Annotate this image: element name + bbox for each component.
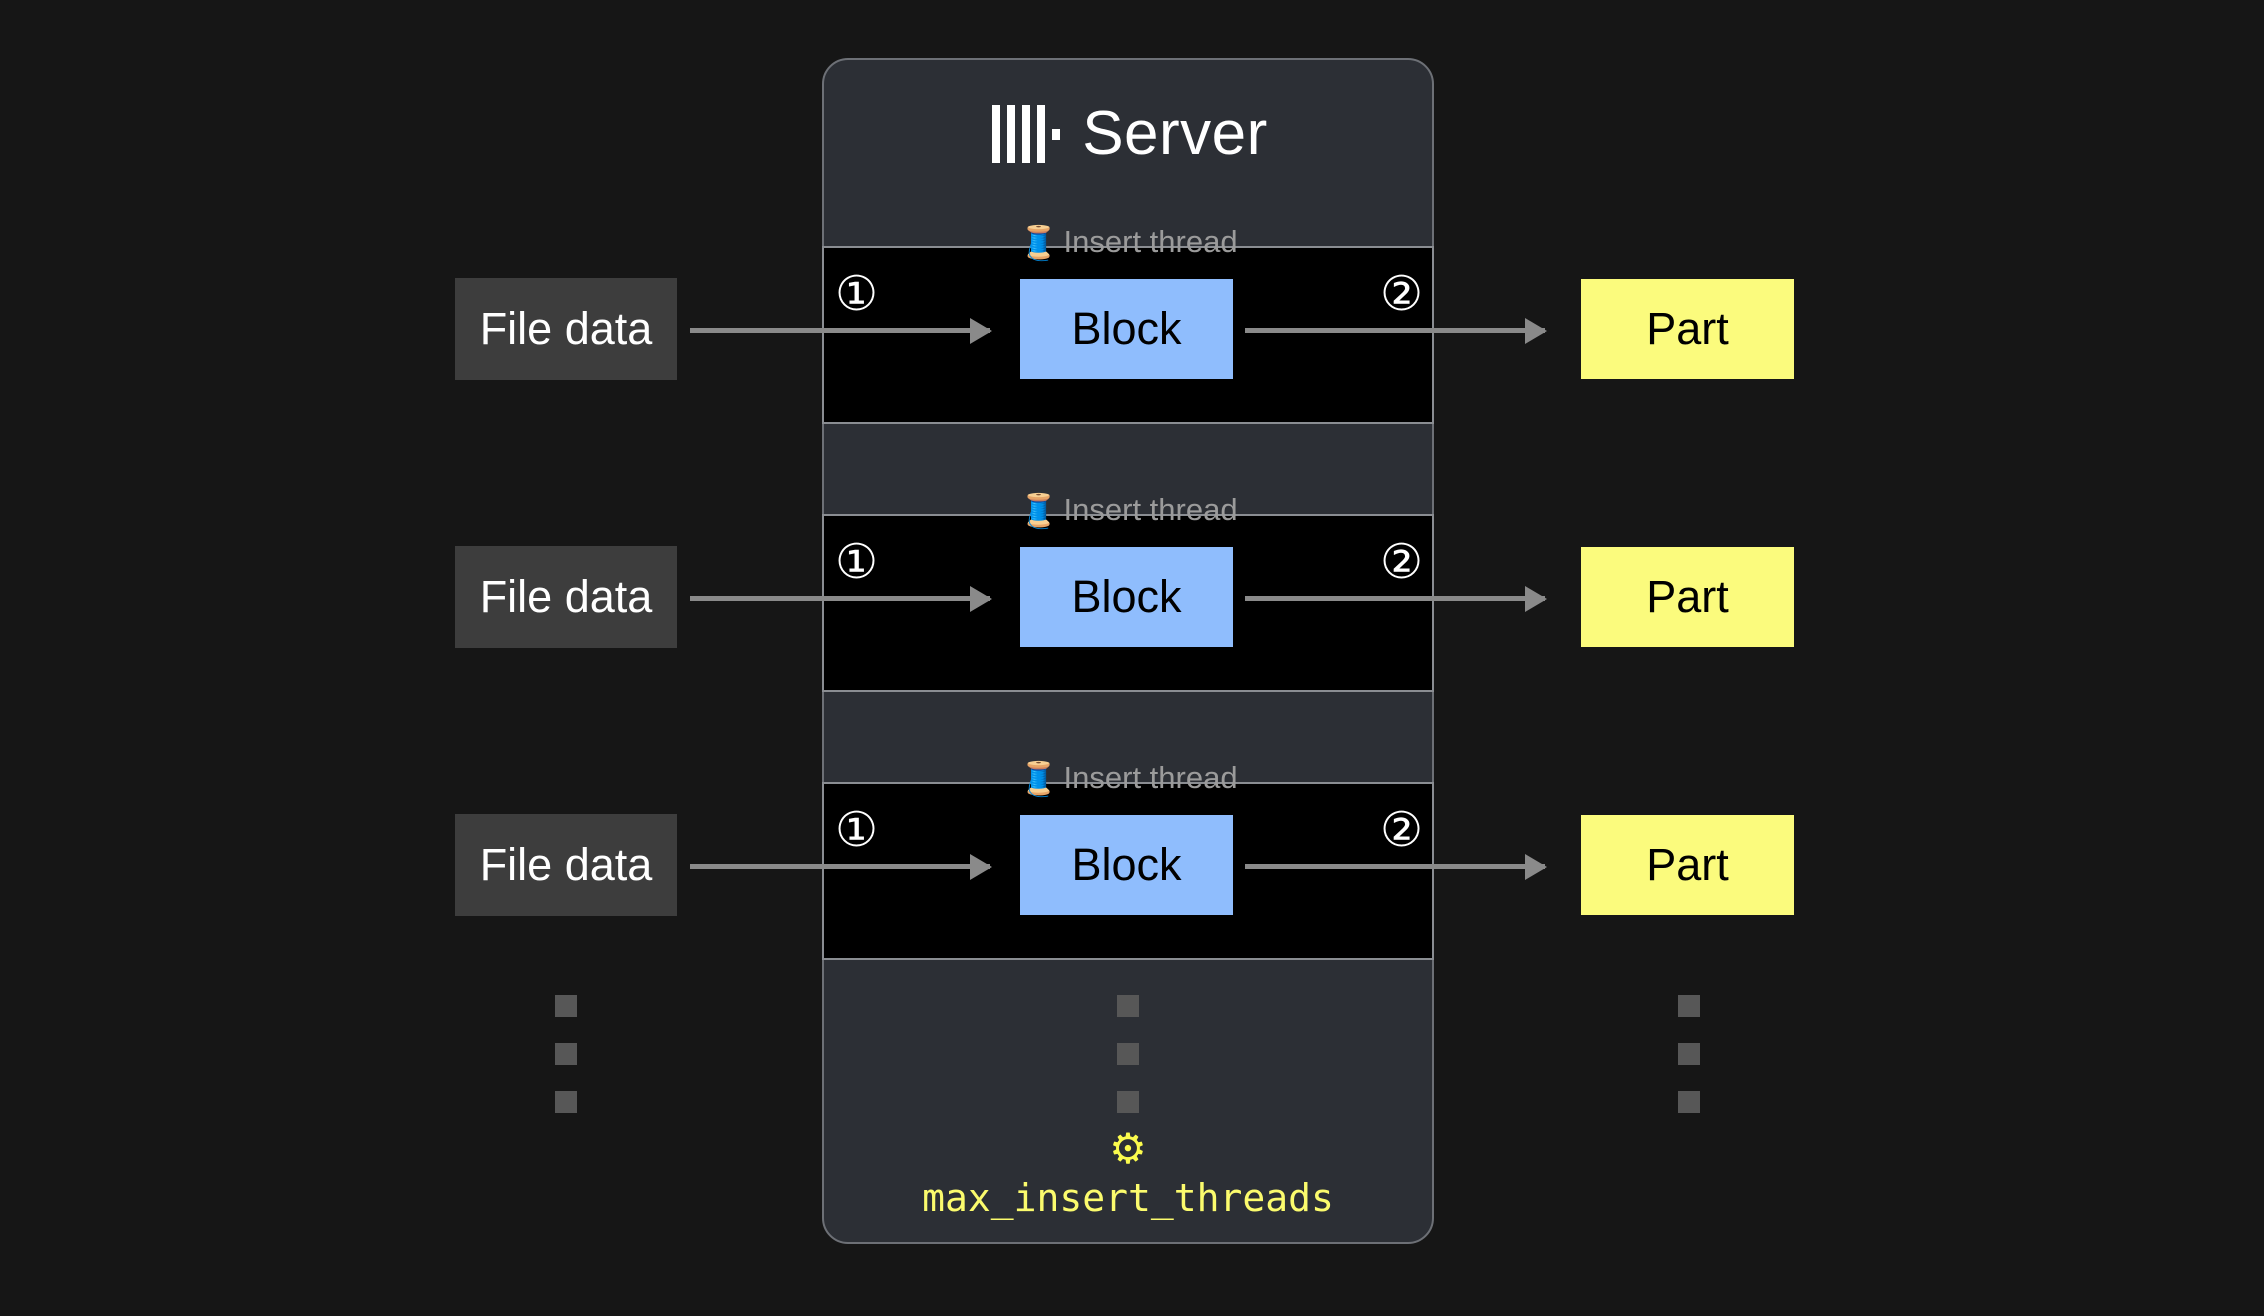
server-title-text: Server (1082, 99, 1268, 168)
ellipsis-square (555, 1091, 577, 1113)
step-badge-1-out: ② (1380, 266, 1424, 322)
ellipsis-square (1117, 1091, 1139, 1113)
insert-thread-box-1: 🧵 Insert thread (822, 226, 1434, 424)
gear-icon: ⚙ (1109, 1125, 1147, 1172)
arrow-block-to-part-1 (1245, 328, 1545, 333)
block-label-2: Block (1071, 571, 1182, 622)
step-badge-1-in: ① (835, 266, 879, 322)
block-label-1: Block (1071, 303, 1182, 354)
max-insert-threads-setting: ⚙ max_insert_threads (822, 1125, 1434, 1221)
step-badge-3-in: ① (835, 802, 879, 858)
block-label-3: Block (1071, 839, 1182, 890)
arrow-file-to-block-3 (690, 864, 990, 869)
insert-thread-text-2: Insert thread (1063, 492, 1238, 527)
arrow-block-to-part-3 (1245, 864, 1545, 869)
thread-spool-icon: 🧵 (1018, 224, 1060, 261)
block-box-1: Block (1020, 279, 1233, 379)
ellipsis-square (1117, 995, 1139, 1017)
part-box-1: Part (1581, 279, 1794, 379)
file-data-box-3: File data (455, 814, 677, 916)
file-data-box-1: File data (455, 278, 677, 380)
arrow-file-to-block-1 (690, 328, 990, 333)
insert-thread-label-2: 🧵 Insert thread (1018, 494, 1237, 527)
thread-spool-icon: 🧵 (1018, 760, 1060, 797)
arrow-block-to-part-2 (1245, 596, 1545, 601)
ellipsis-part-column (1678, 995, 1700, 1113)
part-box-2: Part (1581, 547, 1794, 647)
file-data-label-2: File data (479, 571, 653, 622)
file-data-label-3: File data (479, 839, 653, 890)
thread-spool-icon: 🧵 (1018, 492, 1060, 529)
clickhouse-logo-icon (992, 104, 1061, 163)
part-label-1: Part (1646, 303, 1729, 354)
setting-name-label: max_insert_threads (922, 1176, 1334, 1220)
part-label-2: Part (1646, 571, 1729, 622)
ellipsis-square (1678, 1043, 1700, 1065)
insert-thread-text-3: Insert thread (1063, 760, 1238, 795)
ellipsis-server-column (1117, 995, 1139, 1113)
insert-thread-text-1: Insert thread (1063, 224, 1238, 259)
arrow-file-to-block-2 (690, 596, 990, 601)
ellipsis-square (1678, 995, 1700, 1017)
server-title: Server (824, 98, 1436, 169)
file-data-label-1: File data (479, 303, 653, 354)
ellipsis-square (1117, 1043, 1139, 1065)
ellipsis-square (1678, 1091, 1700, 1113)
step-badge-3-out: ② (1380, 802, 1424, 858)
part-label-3: Part (1646, 839, 1729, 890)
block-box-2: Block (1020, 547, 1233, 647)
part-box-3: Part (1581, 815, 1794, 915)
block-box-3: Block (1020, 815, 1233, 915)
insert-thread-label-3: 🧵 Insert thread (1018, 762, 1237, 795)
insert-thread-label-1: 🧵 Insert thread (1018, 226, 1237, 259)
ellipsis-square (555, 1043, 577, 1065)
step-badge-2-in: ① (835, 534, 879, 590)
ellipsis-file-data-column (555, 995, 577, 1113)
step-badge-2-out: ② (1380, 534, 1424, 590)
file-data-box-2: File data (455, 546, 677, 648)
ellipsis-square (555, 995, 577, 1017)
